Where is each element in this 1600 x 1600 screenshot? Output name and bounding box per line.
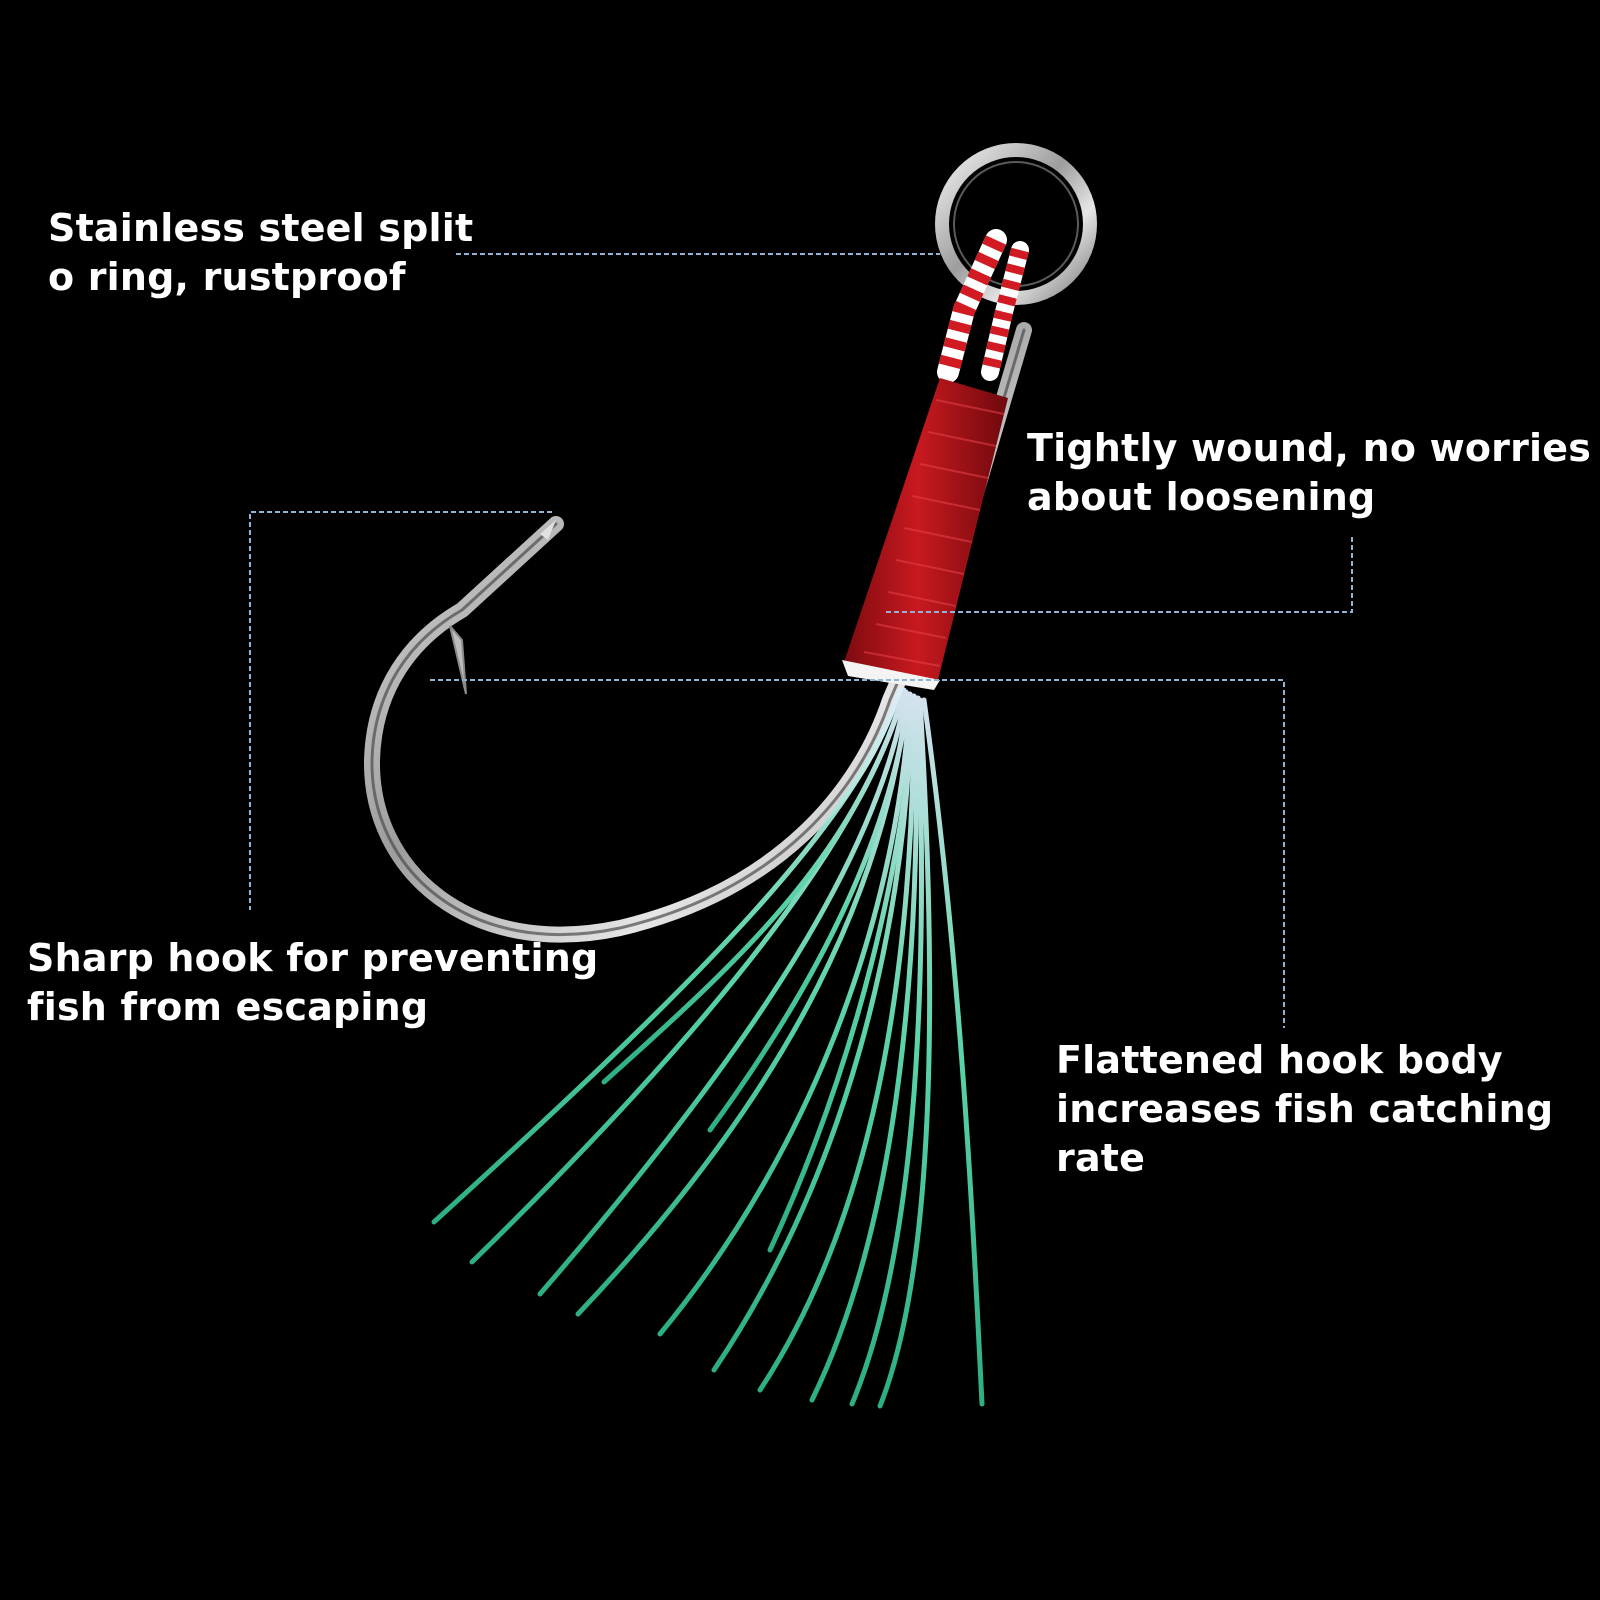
callout-line: Tightly wound, no worries [1027,426,1592,470]
callout-line: increases fish catching [1056,1087,1554,1131]
callout-line: Flattened hook body [1056,1038,1503,1082]
leader-lines [249,253,1353,1028]
callout-line: rate [1056,1136,1146,1180]
callout-sharp-hook: Sharp hook for preventing fish from esca… [27,934,598,1032]
callout-line: o ring, rustproof [48,255,406,299]
callout-flattened-body: Flattened hook body increases fish catch… [1056,1036,1553,1183]
callout-tightly-wound: Tightly wound, no worries about loosenin… [1027,424,1591,522]
assist-cord [937,229,1029,383]
callout-line: fish from escaping [27,985,429,1029]
leader-line-flat [430,679,1285,1028]
flash-skirt-icon [431,687,985,1409]
callout-split-ring: Stainless steel split o ring, rustproof [48,204,473,302]
callout-line: Sharp hook for preventing [27,936,599,980]
callout-line: Stainless steel split [48,206,474,250]
assist-hook-icon [363,322,1032,943]
leader-line-sharp [249,511,552,910]
leader-line-wound [886,536,1353,613]
callout-line: about loosening [1027,475,1376,519]
thread-wrap [842,378,1008,690]
